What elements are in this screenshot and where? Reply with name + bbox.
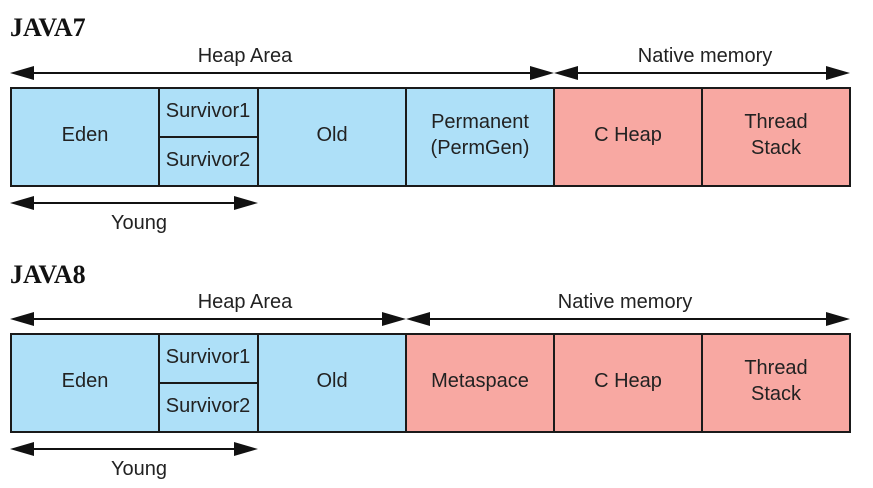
java8-young-label: Young [111, 458, 167, 480]
java7-heap-area-label: Heap Area [198, 45, 293, 67]
java8-heap-area-arrow [10, 312, 406, 326]
java8-native-memory-label: Native memory [558, 291, 692, 313]
java7-thread-label: Thread [744, 111, 807, 133]
java8-old-label: Old [316, 370, 347, 392]
java7-survivor1-label: Survivor1 [166, 100, 250, 122]
java8-thread-stack-box [701, 333, 851, 433]
java8-metaspace-label: Metaspace [431, 370, 529, 392]
java7-survivor2-label: Survivor2 [166, 149, 250, 171]
java7-title: JAVA7 [10, 13, 86, 42]
java7-section: JAVA7 Heap Area Native memory Eden Survi… [10, 13, 851, 234]
java8-stack-label: Stack [751, 383, 802, 405]
java8-c-heap-box [553, 333, 703, 433]
java7-c-heap-box [553, 87, 703, 187]
java7-old-box [257, 87, 407, 187]
java8-native-memory-arrow [406, 312, 850, 326]
java7-native-memory-arrow [554, 66, 850, 80]
java7-permanent-label: Permanent [431, 111, 529, 133]
java7-stack-label: Stack [751, 137, 802, 159]
java7-old-label: Old [316, 124, 347, 146]
java8-thread-label: Thread [744, 357, 807, 379]
java7-thread-stack-box [701, 87, 851, 187]
java8-title: JAVA8 [10, 260, 86, 289]
java7-young-arrow [10, 196, 258, 210]
java8-section: JAVA8 Heap Area Native memory Eden Survi… [10, 260, 851, 480]
java8-old-box [257, 333, 407, 433]
java8-heap-area-label: Heap Area [198, 291, 293, 313]
java8-survivor1-label: Survivor1 [166, 346, 250, 368]
java8-survivor2-label: Survivor2 [166, 395, 250, 417]
java7-young-label: Young [111, 212, 167, 234]
java7-permgen-label: (PermGen) [431, 137, 530, 159]
java7-survivor2-box [158, 136, 259, 187]
java8-young-arrow [10, 442, 258, 456]
java8-survivor1-box [158, 333, 259, 384]
java7-native-memory-label: Native memory [638, 45, 772, 67]
java7-c-heap-label: C Heap [594, 124, 662, 146]
java7-eden-box [10, 87, 160, 187]
java7-eden-label: Eden [62, 124, 109, 146]
java7-heap-area-arrow [10, 66, 554, 80]
java8-eden-label: Eden [62, 370, 109, 392]
java8-c-heap-label: C Heap [594, 370, 662, 392]
